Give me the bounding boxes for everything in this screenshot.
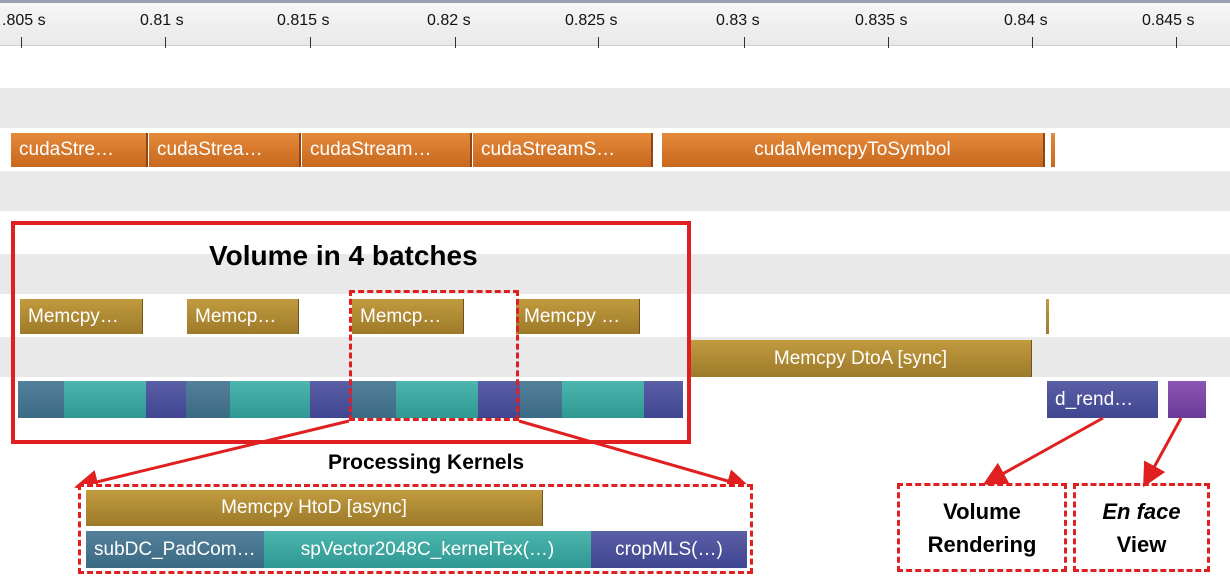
tick-mark [310, 37, 311, 48]
kernel-segment[interactable] [310, 381, 352, 418]
tick-mark [1176, 37, 1177, 48]
kernel-segment[interactable] [146, 381, 186, 418]
memcpy-bar[interactable]: Memcpy … [516, 299, 640, 334]
volume-batches-callout [11, 221, 691, 444]
kernel-segment[interactable] [230, 381, 310, 418]
timeline-row-band [0, 254, 1230, 294]
tick-label: 0.825 s [565, 12, 618, 29]
tick-label: 0.83 s [716, 12, 760, 29]
volume-rendering-line1: Volume [943, 499, 1021, 524]
memcpy-dtoa-label: Memcpy DtoA [sync] [773, 347, 948, 369]
memcpy-label: Memcpy … [524, 305, 621, 327]
tick-label: .805 s [2, 12, 46, 29]
kernel-segment[interactable] [520, 381, 562, 418]
tick-label: 0.82 s [427, 12, 471, 29]
kernel-segment[interactable] [396, 381, 478, 418]
memcpy-htod-bar[interactable]: Memcpy HtoD [async] [86, 490, 543, 526]
kernel-segment[interactable] [186, 381, 230, 418]
api-call-bar[interactable]: cudaStrea… [149, 133, 301, 167]
batch-highlight [349, 290, 519, 421]
memcpy-bar[interactable]: Memcp… [352, 299, 464, 334]
kernel-cropmls-label: cropMLS(…) [615, 538, 723, 560]
api-call-bar[interactable]: cudaStream… [302, 133, 472, 167]
tick-mark [21, 37, 22, 48]
api-call-label: cudaStreamS… [481, 139, 616, 160]
volume-rendering-callout [897, 483, 1067, 572]
kernel-strip [18, 381, 683, 418]
kernel-segment[interactable] [478, 381, 520, 418]
volume-batches-title: Volume in 4 batches [209, 240, 478, 271]
api-call-bar[interactable]: cudaStreamS… [473, 133, 653, 167]
arrow-en-face [1143, 417, 1183, 488]
tick-label: 0.845 s [1142, 12, 1195, 29]
volume-rendering-line2: Rendering [927, 532, 1037, 557]
memcpy-bar[interactable]: Memcpy… [20, 299, 143, 334]
memcpy-bar[interactable]: Memcp… [187, 299, 299, 334]
kernel-segment[interactable] [562, 381, 644, 418]
processing-kernels-label: Processing Kernels [328, 451, 525, 474]
kernel-spvector-bar[interactable]: spVector2048C_kernelTex(…) [264, 531, 591, 568]
memcpy-htod-label: Memcpy HtoD [async] [221, 497, 407, 518]
memcpy-label: Memcpy… [28, 305, 119, 327]
tick-mark [598, 37, 599, 48]
api-call-bar[interactable]: cudaStre… [11, 133, 148, 167]
api-call-bar-thin[interactable] [1051, 133, 1055, 167]
api-call-bar[interactable]: cudaMemcpyToSymbol [662, 133, 1045, 167]
en-face-callout [1073, 483, 1210, 572]
memcpy-label: Memcp… [195, 305, 277, 327]
kernel-segment[interactable] [64, 381, 146, 418]
render-kernel-bar[interactable]: d_rend… [1047, 381, 1158, 418]
tick-label: 0.84 s [1004, 12, 1048, 29]
tick-mark [744, 37, 745, 48]
tick-mark [1032, 37, 1033, 48]
kernel-spvector-label: spVector2048C_kernelTex(…) [300, 538, 555, 560]
timeline-row-band [0, 88, 1230, 128]
tick-mark [455, 37, 456, 48]
memcpy-label: Memcp… [360, 305, 442, 327]
memcpy-bar-thin[interactable] [1046, 299, 1049, 334]
api-call-label: cudaStre… [19, 139, 115, 160]
kernel-subdc-label: subDC_PadCom… [94, 538, 256, 560]
tick-label: 0.81 s [140, 12, 184, 29]
render-kernel-label: d_rend… [1055, 388, 1134, 410]
kernel-segment[interactable] [644, 381, 683, 418]
api-call-label: cudaMemcpyToSymbol [754, 139, 951, 160]
tick-mark [165, 37, 166, 48]
api-call-label: cudaStrea… [157, 139, 263, 160]
timeline-ruler[interactable]: .805 s 0.81 s 0.815 s 0.82 s 0.825 s 0.8… [0, 0, 1230, 48]
memcpy-dtoa-bar[interactable]: Memcpy DtoA [sync] [690, 340, 1032, 377]
timeline-row-band [0, 171, 1230, 211]
kernel-segment[interactable] [352, 381, 396, 418]
tick-mark [888, 37, 889, 48]
api-call-label: cudaStream… [310, 139, 432, 160]
en-face-line1: En face [1102, 499, 1181, 524]
en-face-line2: View [1116, 532, 1167, 557]
kernel-subdc-bar[interactable]: subDC_PadCom… [86, 531, 264, 568]
kernel-cropmls-bar[interactable]: cropMLS(…) [591, 531, 747, 568]
arrow-volume-rendering [982, 416, 1104, 485]
kernel-segment[interactable] [18, 381, 64, 418]
enface-kernel-bar[interactable] [1168, 381, 1206, 418]
tick-label: 0.815 s [277, 12, 330, 29]
tick-label: 0.835 s [855, 12, 908, 29]
